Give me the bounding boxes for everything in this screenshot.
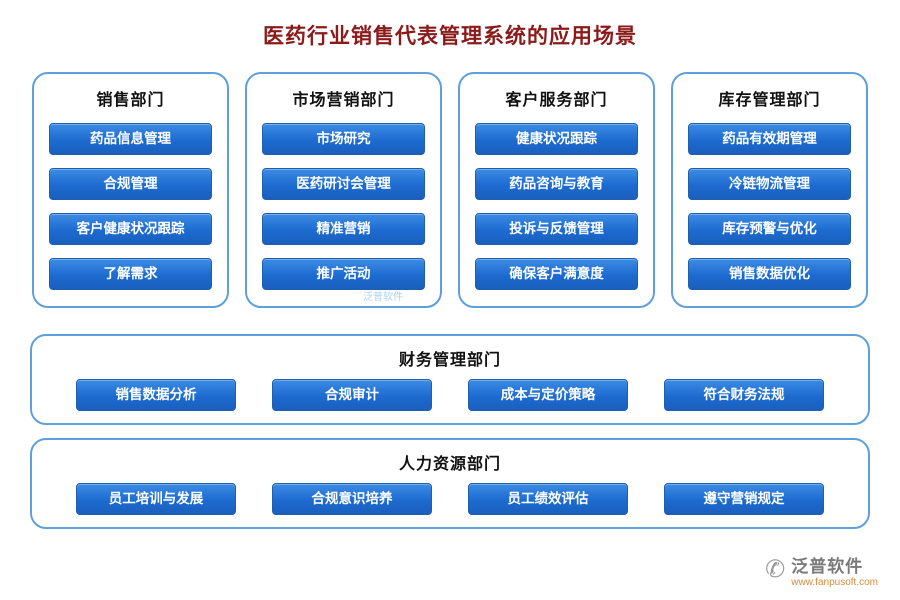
department-header: 客户服务部门 [505, 92, 608, 109]
department-header: 财务管理部门 [398, 352, 501, 369]
department-header: 库存管理部门 [718, 92, 821, 109]
brand-block: 泛普软件 www.fanpusoft.com [791, 552, 878, 588]
feature-button[interactable]: 药品咨询与教育 [475, 168, 638, 200]
feature-button[interactable]: 销售数据分析 [76, 379, 236, 411]
feature-button[interactable]: 库存预警与优化 [688, 213, 851, 245]
page-title: 医药行业销售代表管理系统的应用场景 [263, 25, 637, 48]
feature-button[interactable]: 成本与定价策略 [468, 379, 628, 411]
feature-button[interactable]: 客户健康状况跟踪 [49, 213, 212, 245]
feature-button[interactable]: 符合财务法规 [664, 379, 824, 411]
feature-button[interactable]: 确保客户满意度 [475, 258, 638, 290]
department-header: 市场营销部门 [292, 92, 395, 109]
department-card-sales: 销售部门 药品信息管理 合规管理 客户健康状况跟踪 了解需求 [32, 72, 229, 308]
finance-feature-row: 销售数据分析 合规审计 成本与定价策略 符合财务法规 [48, 379, 852, 411]
feature-button[interactable]: 合规管理 [49, 168, 212, 200]
feature-button[interactable]: 合规意识培养 [272, 483, 432, 515]
brand-name: 泛普软件 [791, 557, 864, 576]
feature-button[interactable]: 冷链物流管理 [688, 168, 851, 200]
department-header: 人力资源部门 [398, 456, 501, 473]
department-card-hr: 人力资源部门 员工培训与发展 合规意识培养 员工绩效评估 遵守营销规定 [30, 438, 870, 529]
department-card-marketing: 市场营销部门 市场研究 医药研讨会管理 精准营销 推广活动 [245, 72, 442, 308]
feature-button[interactable]: 推广活动 [262, 258, 425, 290]
feature-button[interactable]: 销售数据优化 [688, 258, 851, 290]
phone-logo-icon: ✆ [765, 556, 786, 583]
feature-button[interactable]: 药品信息管理 [49, 123, 212, 155]
department-card-customer-service: 客户服务部门 健康状况跟踪 药品咨询与教育 投诉与反馈管理 确保客户满意度 [458, 72, 655, 308]
feature-button[interactable]: 员工绩效评估 [468, 483, 628, 515]
hr-feature-row: 员工培训与发展 合规意识培养 员工绩效评估 遵守营销规定 [48, 483, 852, 515]
feature-button[interactable]: 了解需求 [49, 258, 212, 290]
department-header: 销售部门 [96, 92, 165, 109]
feature-button[interactable]: 健康状况跟踪 [475, 123, 638, 155]
feature-button[interactable]: 合规审计 [272, 379, 432, 411]
feature-button[interactable]: 市场研究 [262, 123, 425, 155]
feature-button[interactable]: 精准营销 [262, 213, 425, 245]
feature-button[interactable]: 药品有效期管理 [688, 123, 851, 155]
department-card-inventory: 库存管理部门 药品有效期管理 冷链物流管理 库存预警与优化 销售数据优化 [671, 72, 868, 308]
department-card-finance: 财务管理部门 销售数据分析 合规审计 成本与定价策略 符合财务法规 [30, 334, 870, 425]
department-columns: 销售部门 药品信息管理 合规管理 客户健康状况跟踪 了解需求 市场营销部门 市场… [0, 72, 900, 308]
feature-button[interactable]: 医药研讨会管理 [262, 168, 425, 200]
brand-url[interactable]: www.fanpusoft.com [791, 577, 878, 588]
feature-button[interactable]: 遵守营销规定 [664, 483, 824, 515]
brand-footer: ✆ 泛普软件 www.fanpusoft.com [765, 552, 878, 588]
feature-button[interactable]: 投诉与反馈管理 [475, 213, 638, 245]
feature-button[interactable]: 员工培训与发展 [76, 483, 236, 515]
